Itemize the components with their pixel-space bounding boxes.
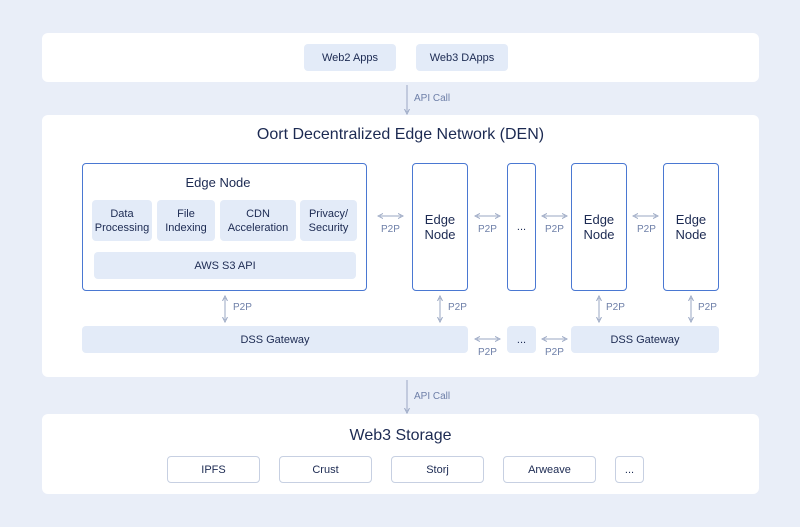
api-call-label-top: API Call — [414, 93, 451, 104]
p2p-label-v3: P2P — [606, 302, 625, 313]
service-data-processing: Data Processing — [92, 200, 152, 241]
p2p-label-h4: P2P — [637, 224, 656, 235]
web2-apps-box: Web2 Apps — [304, 44, 396, 71]
edge-node-ellipsis: ... — [507, 163, 536, 291]
den-title: Oort Decentralized Edge Network (DEN) — [256, 126, 545, 143]
dss-gateway-main: DSS Gateway — [82, 326, 468, 353]
storage-storj: Storj — [391, 456, 484, 483]
p2p-label-v1: P2P — [233, 302, 252, 313]
edge-node-main-title: Edge Node — [185, 175, 251, 190]
p2p-label-h2: P2P — [478, 224, 497, 235]
p2p-label-g2: P2P — [545, 347, 564, 358]
storage-arweave: Arweave — [503, 456, 596, 483]
storage-ipfs: IPFS — [167, 456, 260, 483]
edge-node-3: Edge Node — [571, 163, 627, 291]
service-privacy-security: Privacy/ Security — [300, 200, 357, 241]
edge-node-4: Edge Node — [663, 163, 719, 291]
dss-gateway-ellipsis: ... — [507, 326, 536, 353]
service-file-indexing: File Indexing — [157, 200, 215, 241]
storage-title: Web3 Storage — [349, 427, 452, 444]
p2p-label-v2: P2P — [448, 302, 467, 313]
p2p-label-h3: P2P — [545, 224, 564, 235]
p2p-label-h1: P2P — [381, 224, 400, 235]
p2p-label-g1: P2P — [478, 347, 497, 358]
edge-node-2: Edge Node — [412, 163, 468, 291]
storage-more: ... — [615, 456, 644, 483]
p2p-label-v4: P2P — [698, 302, 717, 313]
dss-gateway-right: DSS Gateway — [571, 326, 719, 353]
aws-s3-api-box: AWS S3 API — [94, 252, 356, 279]
service-cdn-acceleration: CDN Acceleration — [220, 200, 296, 241]
storage-crust: Crust — [279, 456, 372, 483]
api-call-label-bottom: API Call — [414, 391, 451, 402]
web3-dapps-box: Web3 DApps — [416, 44, 508, 71]
apps-panel — [42, 33, 759, 82]
